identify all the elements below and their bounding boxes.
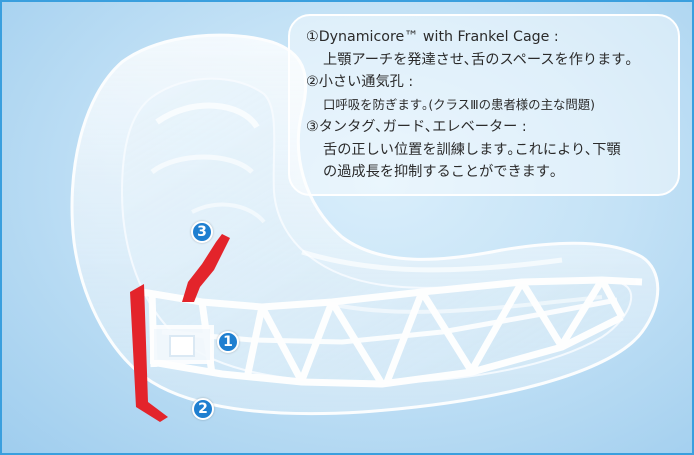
marker-3: 3 <box>191 221 213 243</box>
item3-description-line1: 舌の正しい位置を訓練します｡これにより､下顎 <box>323 141 621 158</box>
item1-title: ①Dynamicore™ with Frankel Cage : <box>306 29 559 45</box>
lip-bumper-red <box>130 284 168 422</box>
item2-description: 口呼吸を防ぎます｡(クラスⅢの患者様の主な問題) <box>323 96 595 112</box>
air-vent <box>169 335 195 357</box>
marker-2: 2 <box>192 398 214 420</box>
item3-description-line2: の過成長を抑制することができます｡ <box>323 164 558 180</box>
description-box: ①Dynamicore™ with Frankel Cage : 上顎アーチを発… <box>288 14 680 196</box>
item2-title: ②小さい通気孔 : <box>306 74 414 90</box>
marker-1: 1 <box>217 331 239 353</box>
item3-title: ③タンタグ､ガード､エレベーター : <box>306 119 527 135</box>
item1-description: 上顎アーチを発達させ､舌のスペースを作ります｡ <box>323 51 633 68</box>
tongue-tag-red <box>182 234 230 302</box>
